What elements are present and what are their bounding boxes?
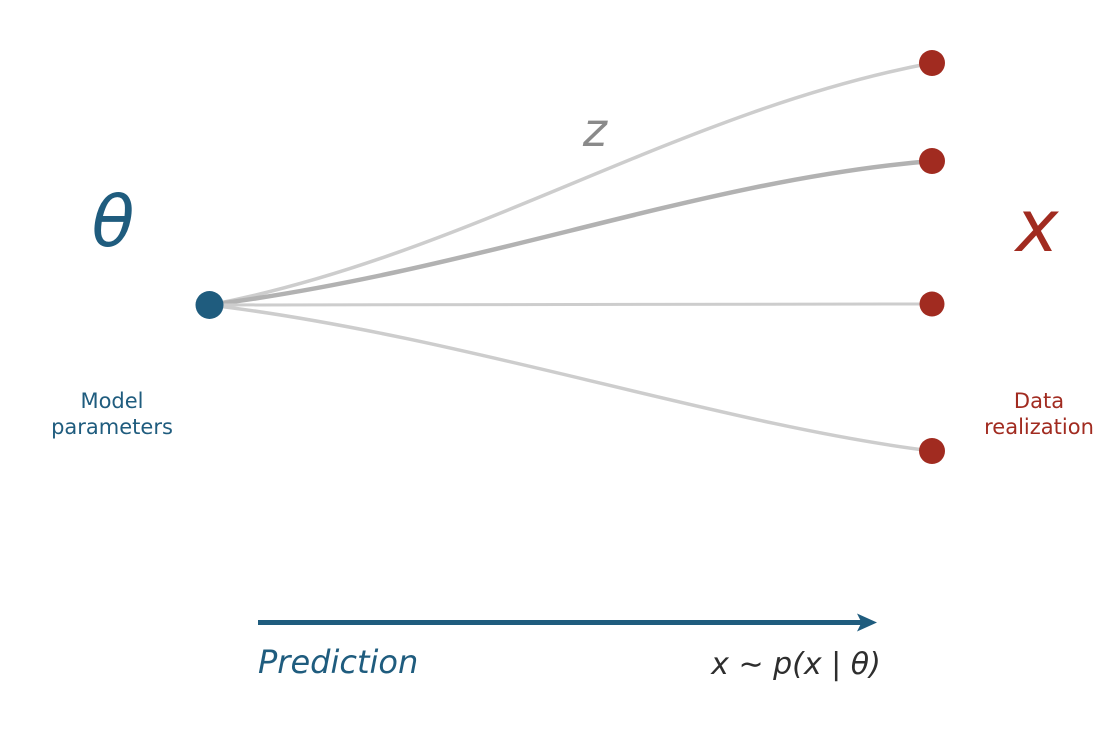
prediction-arrow-head	[857, 613, 877, 632]
theta-node	[195, 291, 224, 319]
model-parameters-caption-line2: parameters	[51, 415, 173, 439]
prediction-label: Prediction	[258, 643, 419, 681]
data-realization-caption: Data realization	[984, 388, 1094, 440]
data-node-2	[919, 148, 945, 174]
model-parameters-caption: Model parameters	[51, 388, 173, 440]
trajectory-curve-bottom	[209, 303, 933, 453]
latent-z-label: z	[582, 103, 608, 157]
trajectory-curve-top	[209, 61, 933, 307]
data-node-3	[919, 291, 945, 317]
theta-symbol: θ	[91, 181, 135, 263]
data-node-1	[919, 50, 945, 76]
trajectory-curve-emphasized	[209, 158, 933, 308]
trajectory-curve-middle	[209, 302, 933, 307]
data-realization-caption-line1: Data	[1013, 389, 1065, 413]
model-parameters-caption-line1: Model	[80, 389, 144, 413]
data-realization-caption-line2: realization	[984, 415, 1094, 439]
x-symbol: x	[1015, 184, 1059, 268]
data-node-4	[919, 438, 945, 464]
sampling-formula: x ∼ p(x | θ)	[711, 647, 881, 682]
